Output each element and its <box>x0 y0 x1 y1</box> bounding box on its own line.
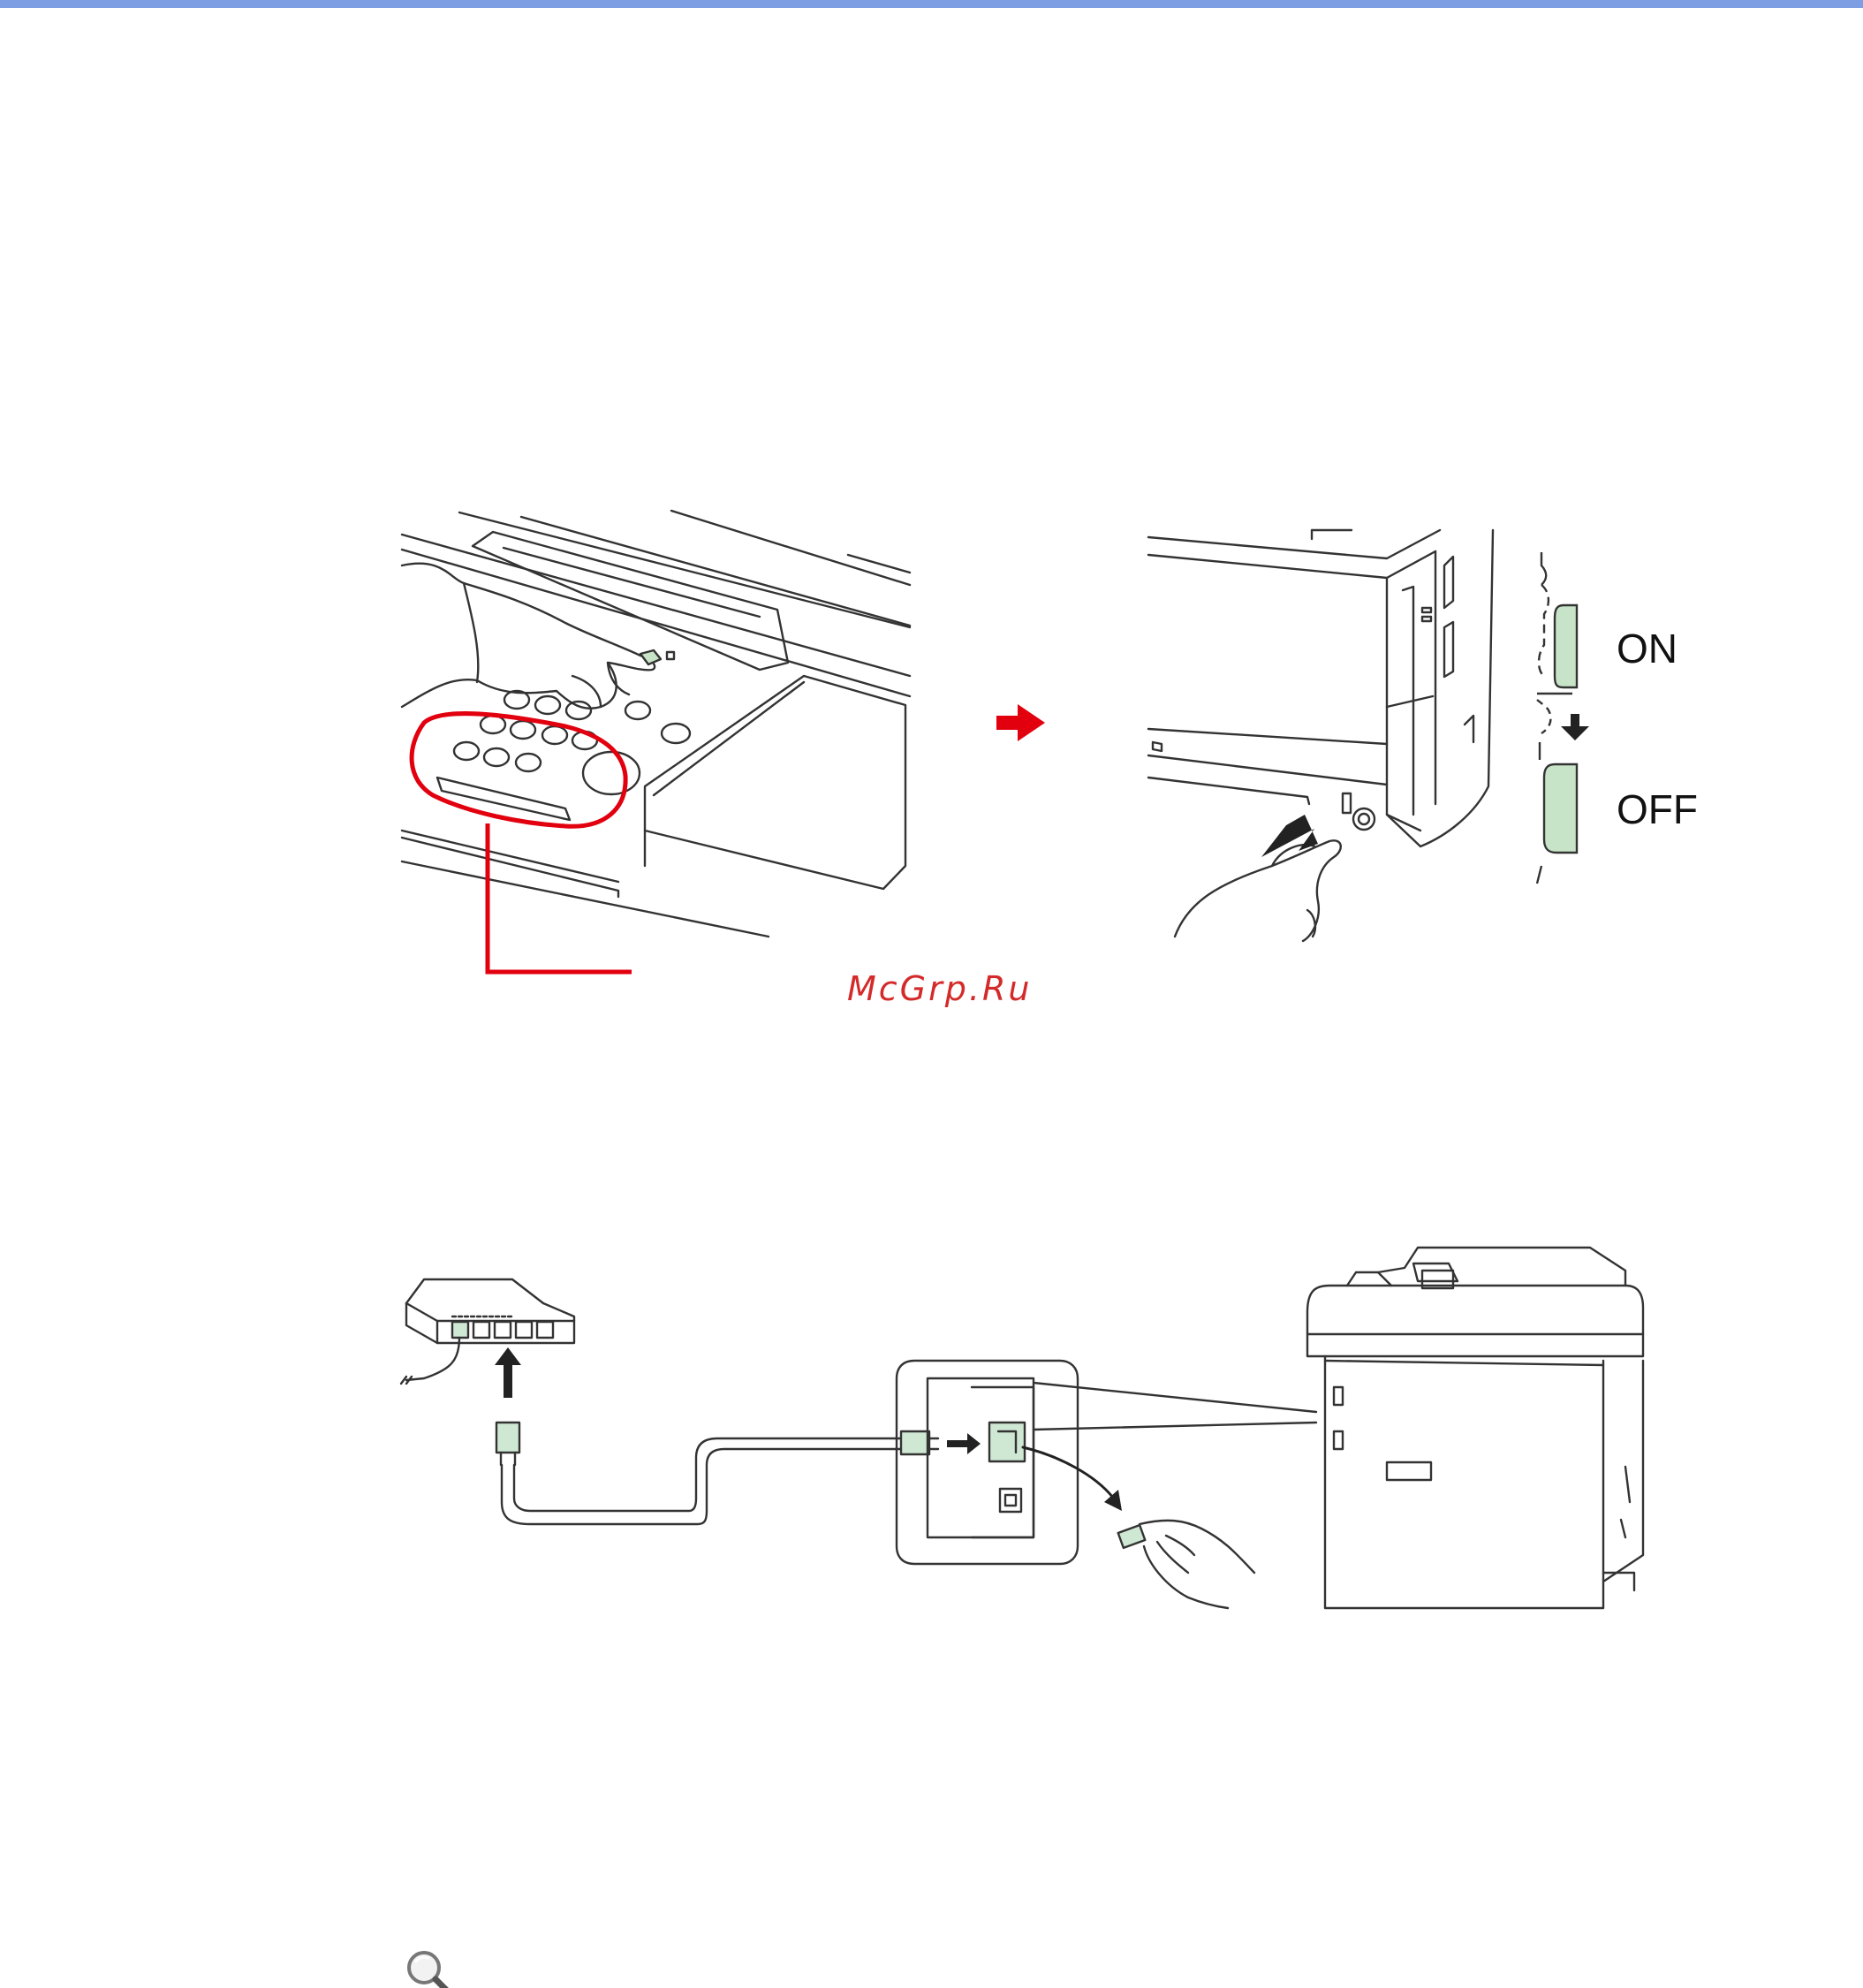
arrow-up-icon <box>495 1347 521 1398</box>
network-cable-figure <box>389 1237 1678 1643</box>
arrow-right-small-icon <box>947 1433 981 1454</box>
power-switch-detail: ON OFF <box>1537 552 1698 884</box>
arrow-down-icon <box>1561 714 1589 740</box>
hand-illustration <box>1118 1521 1254 1608</box>
lan-cable <box>496 1423 938 1524</box>
operation-panel-illustration <box>402 511 910 937</box>
printer-side-illustration <box>1148 530 1493 941</box>
highlight-callout <box>412 714 632 972</box>
magnifier-icon <box>398 1948 468 1988</box>
top-rule <box>0 0 1863 8</box>
power-off-figure: ON OFF <box>389 495 1714 990</box>
switch-off-label: OFF <box>1617 786 1698 832</box>
network-hub-illustration <box>401 1279 574 1384</box>
arrow-right-icon <box>996 704 1045 741</box>
switch-on-label: ON <box>1617 626 1677 672</box>
watermark: McGrp.Ru <box>847 969 1032 1008</box>
interface-closeup <box>897 1361 1316 1564</box>
mfp-printer-illustration <box>1307 1248 1643 1608</box>
